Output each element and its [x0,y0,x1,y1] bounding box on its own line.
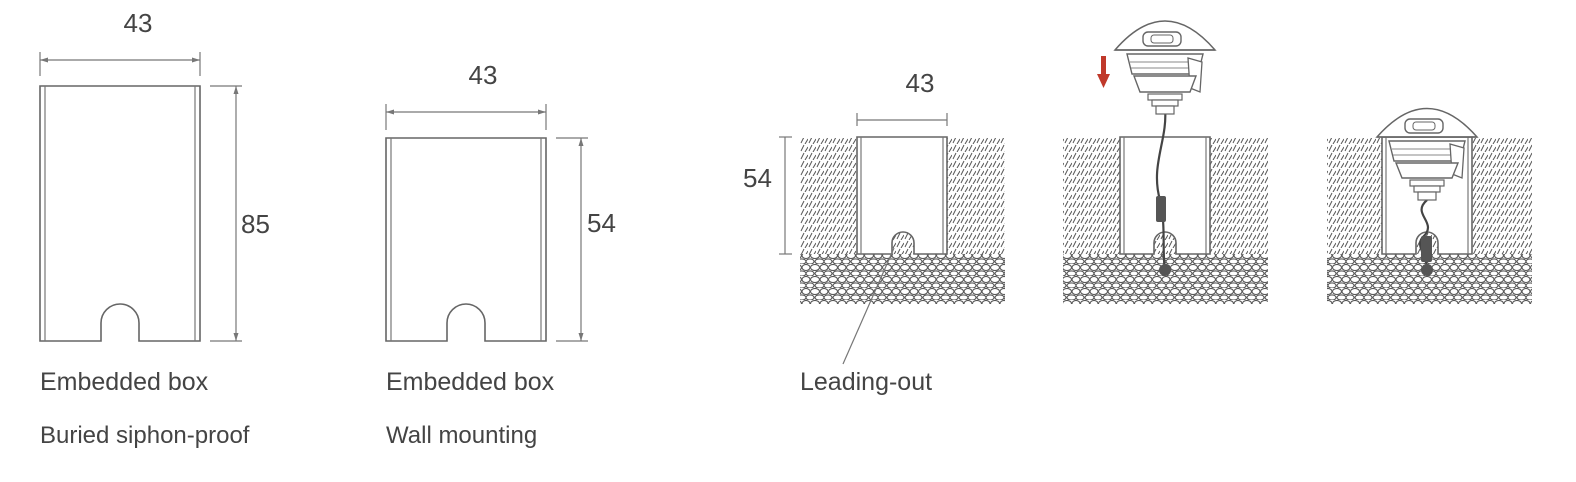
installed-light-fixture [1375,107,1479,201]
box2-outline [385,137,547,342]
install-height-label: 54 [743,163,772,193]
box2-caption-title: Embedded box [386,368,555,396]
leading-out-label: Leading-out [800,368,932,396]
cable-connector [1156,196,1166,222]
box1-drawing: 43 85 Embedded box Buried siphon-proof [39,8,270,449]
box2-height-dimension [556,137,588,342]
box1-caption-title: Embedded box [40,368,209,396]
install-step-2 [1063,20,1268,304]
box2-caption-subtitle: Wall mounting [386,422,537,449]
box1-height-label: 85 [241,209,270,239]
light-fixture [1113,20,1217,115]
box1-width-dimension [39,52,201,76]
install-step-1: 43 54 Leading-out [743,68,1005,396]
box2-width-label: 43 [469,60,498,90]
leading-out-leader [842,247,895,365]
box2-height-label: 54 [587,208,616,238]
gravel-layer [800,254,1005,304]
install-height-dimension [779,136,792,255]
box2-width-dimension [385,104,547,130]
install-width-label: 43 [906,68,935,98]
box1-caption-subtitle: Buried siphon-proof [40,422,250,449]
install-box-outline [856,136,948,255]
box1-height-dimension [210,85,242,342]
box1-width-label: 43 [124,8,153,38]
install-width-dimension [856,113,948,126]
down-arrow-icon [1097,56,1110,88]
install-step-3 [1327,107,1532,304]
box1-outline [39,85,201,342]
box2-drawing: 43 54 Embedded box Wall mounting [385,60,616,449]
